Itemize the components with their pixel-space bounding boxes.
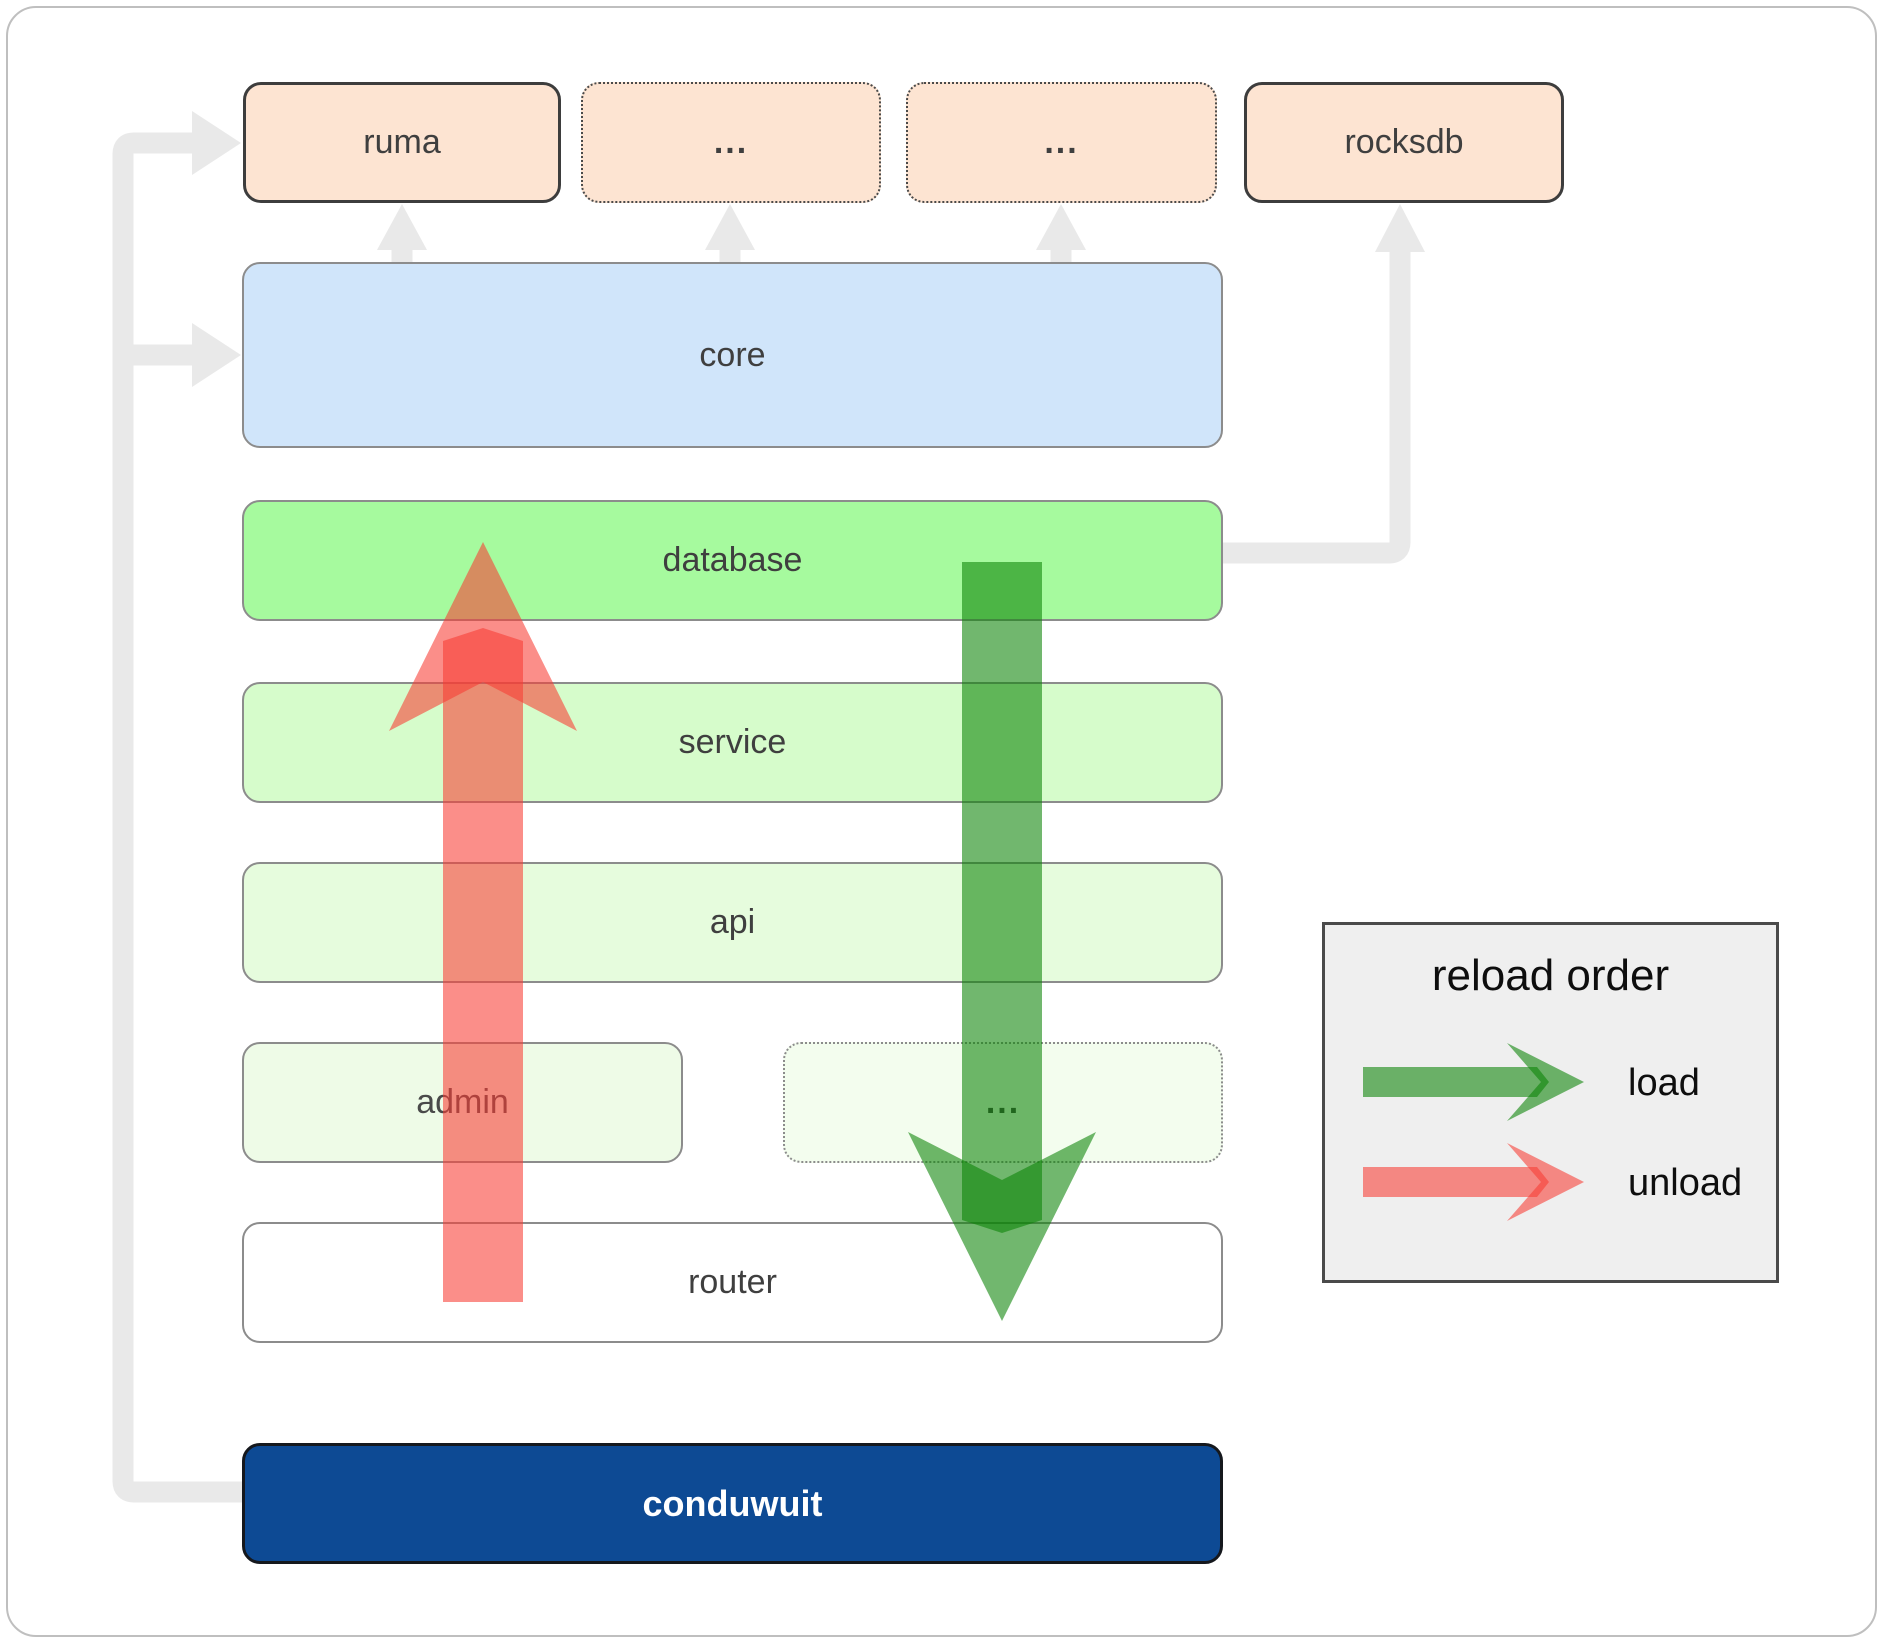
arrowhead-to-rocksdb-icon	[1375, 204, 1425, 252]
node-label: api	[709, 903, 756, 941]
node-label: service	[678, 723, 787, 761]
conduwuit-to-ruma-line	[112, 132, 246, 1503]
node-conduwuit: conduwuit	[242, 1443, 1223, 1564]
node-label: database	[662, 541, 803, 579]
node-label: rocksdb	[1344, 123, 1464, 161]
node-label: admin	[416, 1083, 509, 1121]
node-router: router	[242, 1222, 1223, 1343]
node-label: router	[688, 1263, 777, 1301]
node-label: conduwuit	[642, 1482, 823, 1524]
legend-load-label: load	[1628, 1062, 1700, 1104]
node-ruma: ruma	[243, 82, 561, 203]
arrowhead-core-ruma-icon	[377, 204, 427, 250]
node-service: service	[242, 682, 1223, 803]
node-crates-ellipsis-2: ...	[906, 82, 1217, 203]
node-core: core	[242, 262, 1223, 448]
arrowhead-to-ruma-icon	[192, 111, 241, 175]
node-label: core	[699, 335, 766, 374]
arrowhead-core-dots1-icon	[705, 204, 755, 250]
node-rocksdb: rocksdb	[1244, 82, 1564, 203]
arrowhead-to-core-icon	[192, 323, 241, 387]
node-label: ...	[985, 1083, 1021, 1121]
node-database: database	[242, 500, 1223, 621]
node-label: ...	[1044, 123, 1079, 161]
database-to-rocksdb-line	[1223, 247, 1411, 564]
legend-title: reload order	[1431, 951, 1670, 1000]
arrowhead-core-dots2-icon	[1036, 204, 1086, 250]
node-crates-ellipsis-1: ...	[581, 82, 881, 203]
node-label: ruma	[363, 123, 441, 161]
node-admin-ellipsis: ...	[783, 1042, 1223, 1163]
legend: reload order load unload	[1322, 922, 1779, 1283]
node-api: api	[242, 862, 1223, 983]
legend-unload-label: unload	[1628, 1162, 1743, 1204]
node-label: ...	[713, 123, 749, 161]
page-border	[6, 6, 1877, 1637]
node-admin: admin	[242, 1042, 683, 1163]
